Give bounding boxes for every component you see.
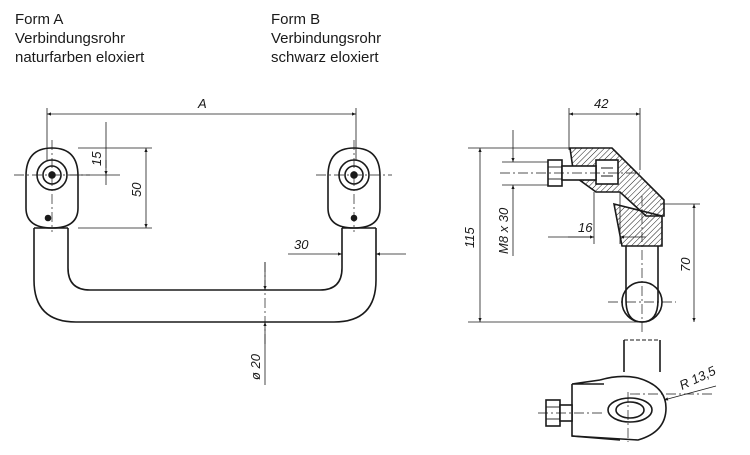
form-a-line1: Verbindungsrohr (15, 30, 126, 47)
form-a-title: Form A (15, 11, 64, 28)
dim-50: 50 (129, 182, 144, 197)
front-centerlines (14, 140, 392, 345)
dim-115: 115 (462, 227, 477, 248)
front-dimension-lines (46, 108, 406, 385)
dim-r135: R 13,5 (677, 363, 719, 393)
form-b-caption: Form B Verbindungsrohr schwarz eloxiert (271, 10, 381, 67)
form-a-caption: Form A Verbindungsrohr naturfarben eloxi… (15, 10, 144, 67)
handle-top-view (545, 339, 667, 441)
dim-70: 70 (678, 257, 693, 272)
dim-30: 30 (294, 237, 309, 252)
dim-16: 16 (578, 220, 593, 235)
radius-leader (663, 385, 717, 401)
handle-front-view (25, 147, 381, 323)
form-a-line2: naturfarben eloxiert (15, 49, 145, 66)
side-centerlines (500, 172, 714, 442)
dim-a: A (197, 96, 207, 111)
dim-15: 15 (89, 151, 104, 166)
form-b-line1: Verbindungsrohr (271, 30, 382, 47)
form-b-title: Form B (271, 11, 321, 28)
dim-m8x30: M8 x 30 (496, 207, 511, 254)
side-dimension-lines (468, 108, 700, 323)
handle-side-view (547, 147, 665, 323)
dim-d20: ø 20 (248, 353, 263, 380)
form-b-line2: schwarz eloxiert (271, 49, 379, 66)
dim-42: 42 (594, 96, 609, 111)
